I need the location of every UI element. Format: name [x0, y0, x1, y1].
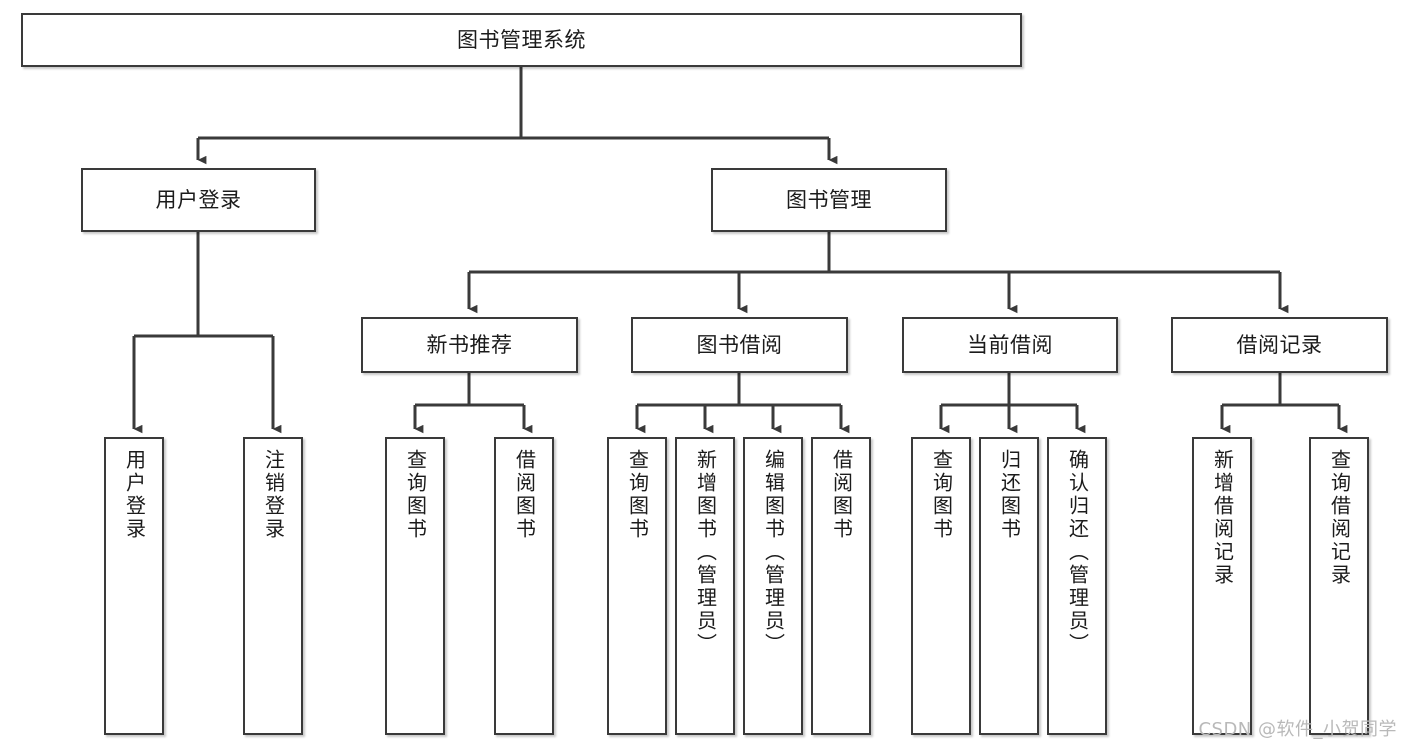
node-book-management-label: 图书管理: [786, 187, 872, 212]
node-leaf-add-book-label: 新增图书（管理员）: [693, 449, 718, 656]
node-leaf-add-record[interactable]: 新增借阅记录: [1192, 437, 1252, 735]
node-leaf-query-record[interactable]: 查询借阅记录: [1309, 437, 1369, 735]
node-new-book-recommend[interactable]: 新书推荐: [361, 317, 578, 373]
node-root-system[interactable]: 图书管理系统: [21, 13, 1022, 67]
node-leaf-user-login-label: 用户登录: [122, 449, 147, 541]
node-borrow-record[interactable]: 借阅记录: [1171, 317, 1388, 373]
node-current-borrow[interactable]: 当前借阅: [902, 317, 1118, 373]
node-new-book-recommend-label: 新书推荐: [426, 332, 513, 357]
node-leaf-query-book-2-label: 查询图书: [625, 449, 650, 541]
node-leaf-confirm-return-label: 确认归还（管理员）: [1065, 449, 1090, 656]
node-leaf-borrow-book-1-label: 借阅图书: [512, 449, 537, 541]
node-leaf-confirm-return[interactable]: 确认归还（管理员）: [1047, 437, 1107, 735]
node-leaf-query-book-3[interactable]: 查询图书: [911, 437, 971, 735]
node-leaf-logout-login-label: 注销登录: [261, 449, 286, 541]
node-leaf-return-book-label: 归还图书: [997, 449, 1022, 541]
node-leaf-query-book-2[interactable]: 查询图书: [607, 437, 667, 735]
node-leaf-query-book-3-label: 查询图书: [929, 449, 954, 541]
node-leaf-add-record-label: 新增借阅记录: [1210, 449, 1235, 587]
node-root-system-label: 图书管理系统: [457, 27, 586, 52]
node-leaf-borrow-book-2[interactable]: 借阅图书: [811, 437, 871, 735]
node-book-management[interactable]: 图书管理: [711, 168, 947, 232]
node-leaf-edit-book-label: 编辑图书（管理员）: [761, 449, 786, 656]
node-book-borrow-label: 图书借阅: [696, 332, 783, 357]
node-book-borrow[interactable]: 图书借阅: [631, 317, 848, 373]
node-user-login-label: 用户登录: [155, 187, 242, 212]
node-leaf-borrow-book-2-label: 借阅图书: [829, 449, 854, 541]
node-leaf-return-book[interactable]: 归还图书: [979, 437, 1039, 735]
node-current-borrow-label: 当前借阅: [967, 332, 1053, 357]
node-leaf-query-record-label: 查询借阅记录: [1327, 449, 1352, 587]
node-leaf-user-login[interactable]: 用户登录: [104, 437, 164, 735]
node-leaf-add-book[interactable]: 新增图书（管理员）: [675, 437, 735, 735]
node-leaf-query-book-1-label: 查询图书: [403, 449, 428, 541]
node-leaf-borrow-book-1[interactable]: 借阅图书: [494, 437, 554, 735]
node-user-login[interactable]: 用户登录: [81, 168, 316, 232]
node-borrow-record-label: 借阅记录: [1236, 332, 1323, 357]
node-leaf-query-book-1[interactable]: 查询图书: [385, 437, 445, 735]
node-leaf-logout-login[interactable]: 注销登录: [243, 437, 303, 735]
node-leaf-edit-book[interactable]: 编辑图书（管理员）: [743, 437, 803, 735]
